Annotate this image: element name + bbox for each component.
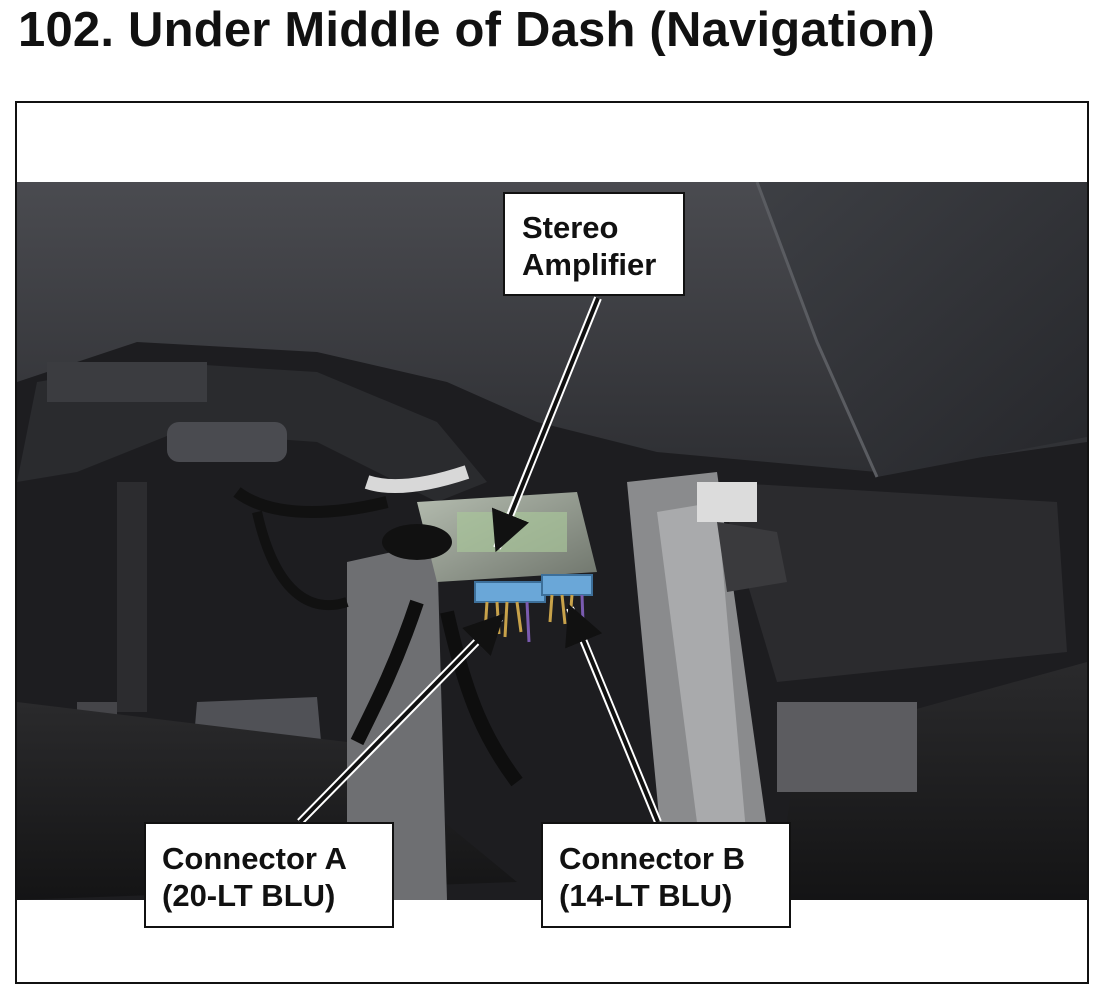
stereo-amplifier-callout: Stereo Amplifier	[503, 192, 685, 296]
connector-b-callout: Connector B (14-LT BLU)	[541, 822, 791, 928]
callout-line: Amplifier	[522, 247, 657, 282]
callout-line: (20-LT BLU)	[162, 878, 336, 913]
connector-a-callout: Connector A (20-LT BLU)	[144, 822, 394, 928]
callout-line: Stereo	[522, 210, 619, 245]
callout-line: Connector B	[559, 841, 745, 876]
page-title: 102. Under Middle of Dash (Navigation)	[18, 3, 935, 57]
callout-line: (14-LT BLU)	[559, 878, 733, 913]
callout-line: Connector A	[162, 841, 347, 876]
